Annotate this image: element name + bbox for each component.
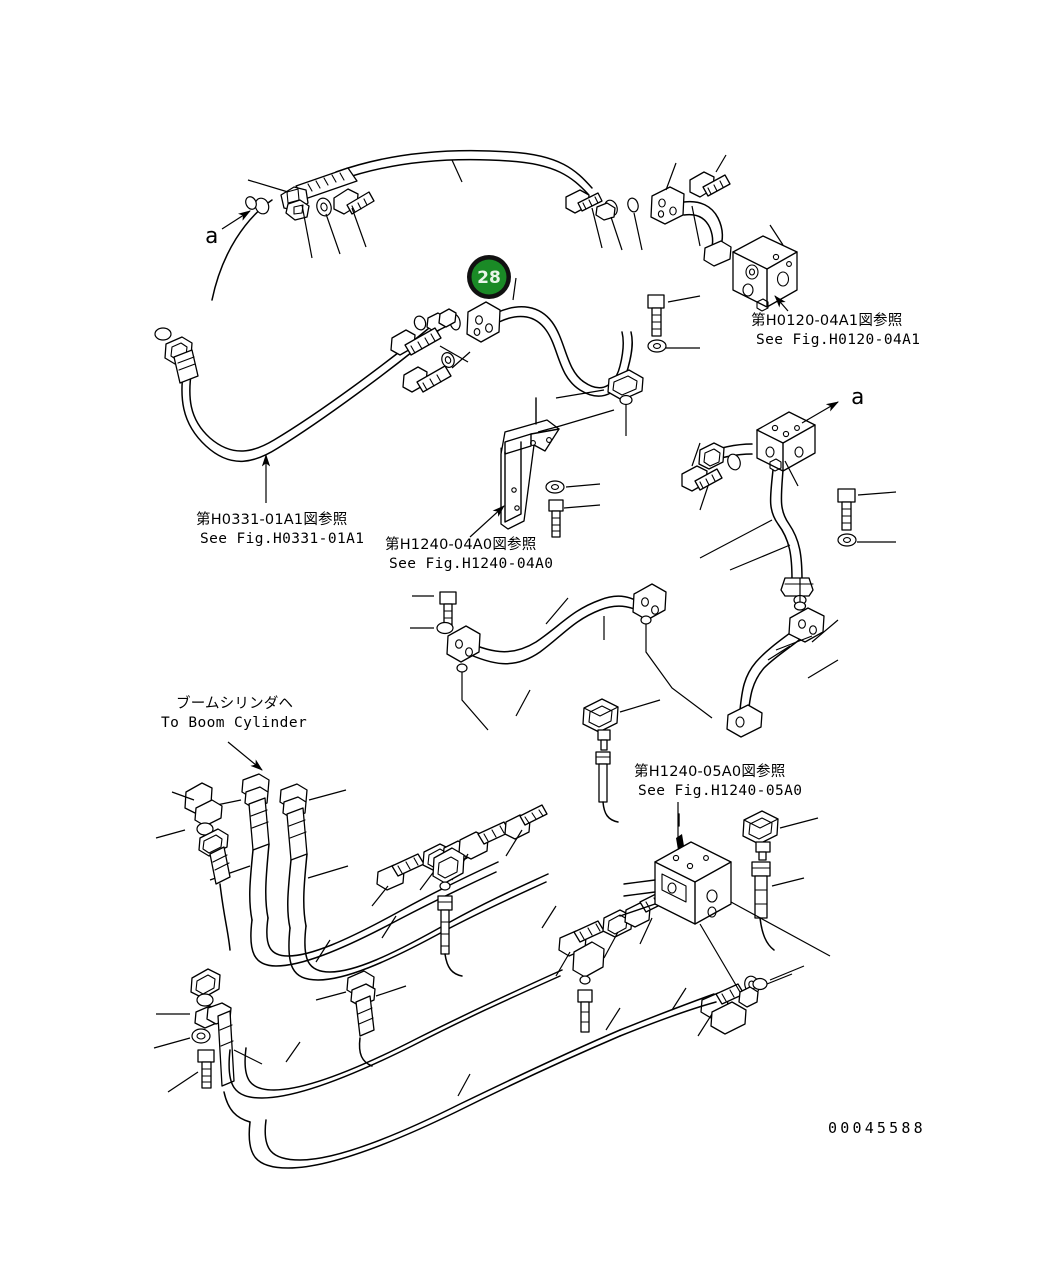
fitting-column-right — [742, 810, 779, 951]
caption-h1240-04a0: 第H1240-04A0図参照 See Fig.H1240-04A0 — [385, 535, 553, 572]
hose-mid-left — [461, 595, 645, 653]
hose-upper-long — [335, 149, 593, 189]
fitting-center-hex — [582, 698, 619, 823]
item-badge-28: 28 — [467, 255, 511, 299]
hose-mid-right-downpipe — [769, 469, 793, 581]
valve-block-mid-right — [756, 411, 816, 472]
mounting-bracket-center — [469, 397, 615, 538]
misc-leader-lines — [285, 619, 839, 1097]
center-bottom-fittings — [315, 804, 819, 1067]
fitting-cluster-upper-center — [565, 186, 685, 225]
hose-left-long-run — [154, 317, 446, 503]
hose-end-pair-upper — [241, 773, 308, 929]
caption-jp-h1240-05: 第H1240-05A0図参照 — [634, 762, 785, 780]
hose-upper-left-tail — [211, 199, 273, 301]
caption-h0120-04a1: 第H0120-04A1図参照 See Fig.H0120-04A1 — [751, 311, 920, 348]
mid-right-assembly: a — [681, 385, 897, 606]
right-bottom-hose-end — [619, 965, 805, 1037]
caption-en-h1240-04: See Fig.H1240-04A0 — [389, 556, 553, 572]
fitting-row-c — [346, 970, 376, 1067]
caption-boom-cylinder: ブームシリンダヘ To Boom Cylinder — [161, 694, 307, 731]
caption-h1240-05a0: 第H1240-05A0図参照 See Fig.H1240-05A0 — [634, 762, 802, 799]
caption-jp-h1240-04: 第H1240-04A0図参照 — [385, 535, 536, 553]
fitting-row-b — [558, 889, 671, 957]
section-label-a-right: a — [851, 385, 864, 410]
caption-jp-h0120: 第H0120-04A1図参照 — [751, 311, 902, 329]
caption-en-h1240-05: See Fig.H1240-05A0 — [638, 783, 802, 799]
section-marker-a-left: a — [205, 210, 251, 249]
hose-upper-center — [495, 306, 625, 389]
bolt-washer-center-right — [647, 294, 667, 353]
bolt-mid-right-a — [681, 465, 723, 492]
caption-jp-h0331: 第H0331-01A1図参照 — [196, 510, 347, 528]
valve-block-center-lower — [619, 802, 831, 993]
caption-jp-boom: ブームシリンダヘ — [176, 694, 293, 712]
section-label-a-left: a — [205, 224, 218, 249]
lower-left-fitting-stack — [155, 773, 349, 951]
flange-center-upper — [466, 301, 501, 343]
fitting-elbow-lower-center — [572, 941, 605, 1033]
bolt-upper-right-a — [689, 171, 731, 198]
badge-number: 28 — [477, 268, 501, 288]
caption-en-h0331: See Fig.H0331-01A1 — [200, 531, 364, 547]
caption-en-boom: To Boom Cylinder — [161, 715, 307, 731]
lower-hose-network — [228, 861, 621, 1169]
center-upper-tube-assembly — [390, 277, 701, 436]
hose-mid-right-bank — [739, 624, 801, 711]
caption-h0331-01a1: 第H0331-01A1図参照 See Fig.H0331-01A1 — [196, 510, 364, 547]
bolt-washer-mid-right — [837, 488, 857, 547]
boom-cylinder-note — [227, 741, 263, 771]
lower-left-fitting-stack-2 — [153, 968, 263, 1123]
fitting-cluster-center-left — [390, 308, 457, 393]
fitting-row-a — [376, 804, 548, 891]
valve-block-upper-right — [732, 235, 798, 312]
upper-assembly: a — [205, 149, 798, 312]
drawing-number: 00045588 — [828, 1119, 926, 1137]
fitting-elbow-center — [432, 847, 465, 977]
caption-en-h0120: See Fig.H0120-04A1 — [756, 332, 920, 348]
fitting-left-angled — [184, 782, 231, 885]
